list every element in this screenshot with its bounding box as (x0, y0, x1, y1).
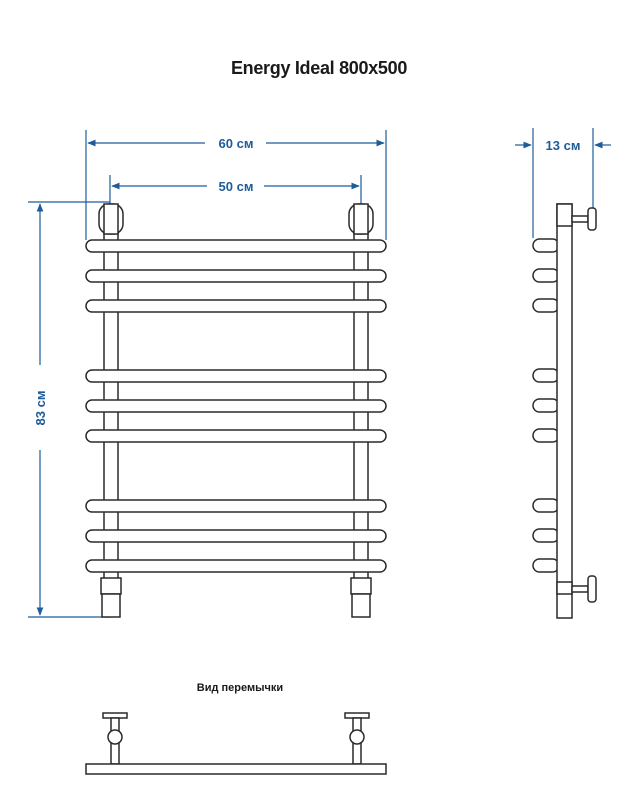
rung (85, 529, 387, 543)
side-top-fitting (556, 203, 573, 227)
side-rung-stub (532, 428, 560, 443)
side-rung-stub (532, 368, 560, 383)
side-collector (556, 203, 573, 619)
dim-label-total-width: 60 см (219, 136, 254, 151)
side-bottom-wall-mount (587, 575, 597, 603)
dim-label-depth: 13 см (546, 138, 581, 153)
rung (85, 429, 387, 443)
dim-label-height: 83 см (33, 391, 48, 426)
side-rung-stub (532, 558, 560, 573)
side-rung-stub (532, 498, 560, 513)
dim-label-center-distance: 50 см (219, 179, 254, 194)
rung (85, 269, 387, 283)
front-view-radiator (85, 203, 387, 618)
bottom-left-pipe (101, 593, 121, 618)
side-bottom-fitting (556, 581, 573, 595)
top-right-fitting-inner (353, 203, 369, 235)
side-dimensions (515, 128, 611, 238)
product-title: Energy Ideal 800x500 (230, 58, 408, 78)
jumper-bar (85, 763, 387, 775)
jumper-view (85, 712, 387, 775)
front-dimensions (28, 130, 387, 618)
rung (85, 369, 387, 383)
jumper-view-label: Вид перемычки (196, 682, 284, 694)
side-top-wall-mount (587, 207, 597, 231)
rung (85, 559, 387, 573)
bottom-right-pipe (351, 593, 371, 618)
side-bottom-bracket-arm (571, 585, 589, 593)
rung (85, 239, 387, 253)
side-rung-stub (532, 398, 560, 413)
bottom-right-nut (350, 577, 372, 595)
side-view-radiator (532, 203, 597, 619)
rung (85, 299, 387, 313)
side-top-bracket-arm (571, 215, 589, 223)
rung (85, 499, 387, 513)
side-rung-stub (532, 298, 560, 313)
side-rung-stub (532, 528, 560, 543)
bottom-left-nut (100, 577, 122, 595)
jumper-left-valve (107, 729, 123, 745)
top-left-fitting-inner (103, 203, 119, 235)
rung (85, 399, 387, 413)
jumper-right-valve (349, 729, 365, 745)
side-rung-stub (532, 238, 560, 253)
side-rung-stub (532, 268, 560, 283)
